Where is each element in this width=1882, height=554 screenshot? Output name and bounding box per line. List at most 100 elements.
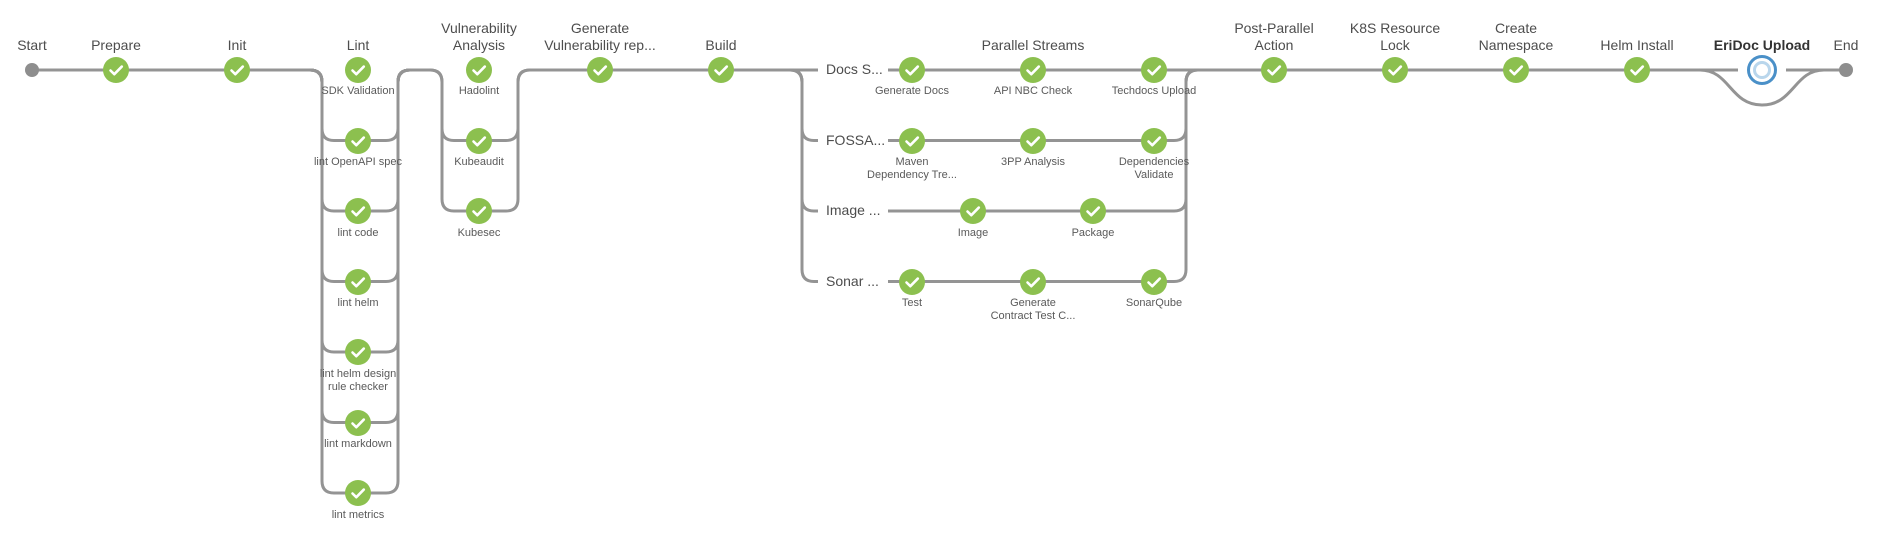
branch-label-sonar: Sonar ... [826,273,879,289]
check-icon [1267,65,1282,76]
parallel-step-node-3-1[interactable] [1020,268,1046,295]
check-icon [472,65,487,76]
vuln-step-label-hadolint: Hadolint [458,85,500,97]
check-icon [905,276,920,287]
branch-label-gap-1 [818,132,888,149]
stage-node-create-namespace[interactable] [1503,57,1529,83]
lint-step-node-6[interactable] [345,480,371,506]
stage-node-generate-vulnerability-report[interactable] [587,57,613,83]
check-icon [1147,135,1162,146]
vuln-step-label-kubeaudit: Kubeaudit [454,156,504,168]
parallel-step-node-1-1[interactable] [1020,127,1046,154]
check-icon [472,206,487,217]
lint-step-node-5[interactable] [345,409,371,436]
edge-lint-row-3 [308,68,412,283]
branch-label-fossa: FOSSA... [826,132,886,148]
check-icon [351,65,366,76]
fossa-step-label-3pp: 3PP Analysis [1000,156,1065,168]
lint-step-label-sdk-validation: SDK Validation [321,85,395,97]
stage-label-k8s-resource-lock: K8S Resource Lock [1349,20,1441,53]
check-icon [966,206,981,217]
check-icon [714,65,729,76]
check-icon [1026,65,1041,76]
check-icon [905,65,920,76]
vuln-step-node-2[interactable] [466,198,492,224]
parallel-step-node-2-0[interactable] [960,198,986,224]
parallel-step-node-0-0[interactable] [899,57,925,83]
docs-step-label-api-nbc: API NBC Check [993,85,1073,97]
lint-step-node-4[interactable] [345,339,371,365]
lint-step-label-helm: lint helm [337,297,379,309]
fossa-step-label-dependencies: Dependencies Validate [1118,156,1190,181]
check-icon [351,206,366,217]
sonar-step-label-test: Test [901,297,923,309]
check-icon [905,135,920,146]
parallel-step-node-3-2[interactable] [1141,268,1167,295]
lint-step-node-2[interactable] [345,198,371,224]
stage-label-prepare: Prepare [91,37,141,53]
end-label: End [1833,37,1859,53]
check-icon [1086,206,1101,217]
stage-label-init: Init [227,37,247,53]
check-icon [1509,65,1524,76]
end-node[interactable] [1839,63,1853,77]
lint-step-label-code: lint code [337,227,379,239]
start-node[interactable] [25,63,39,77]
branch-label-gap-3 [818,273,888,290]
sonar-step-label-contract: Generate Contract Test C... [990,297,1076,322]
docs-step-label-generate-docs: Generate Docs [875,85,949,97]
image-step-label-package: Package [1071,227,1115,239]
check-icon [351,135,366,146]
lint-step-label-openapi: lint OpenAPI spec [313,156,403,168]
stage-label-eridoc-upload: EriDoc Upload [1713,37,1811,53]
check-icon [109,65,124,76]
parallel-step-node-1-2[interactable] [1141,127,1167,154]
stage-node-helm-install[interactable] [1624,57,1650,83]
lint-step-node-3[interactable] [345,268,371,295]
image-step-label-image: Image [957,227,989,239]
stage-node-build[interactable] [708,57,734,83]
check-icon [472,135,487,146]
branch-label-image: Image ... [826,202,881,218]
stage-node-prepare[interactable] [103,57,129,83]
parallel-step-node-2-1[interactable] [1080,198,1106,224]
parallel-step-node-0-2[interactable] [1141,57,1167,83]
stage-label-vulnerability-analysis: Vulnerability Analysis [441,20,517,53]
stage-node-k8s-resource-lock[interactable] [1382,57,1408,83]
edge-running-detour [1698,68,1848,107]
lint-step-label-helm-design: lint helm design rule checker [319,368,397,393]
lint-step-label-metrics: lint metrics [331,509,385,521]
lint-step-label-markdown: lint markdown [324,438,392,450]
stage-node-post-parallel-action[interactable] [1261,57,1287,83]
parallel-step-node-1-0[interactable] [899,127,925,154]
stage-label-parallel-streams: Parallel Streams [981,37,1085,53]
check-icon [1147,65,1162,76]
start-label: Start [17,37,47,53]
docs-step-label-techdocs: Techdocs Upload [1111,85,1197,97]
vuln-step-node-0[interactable] [466,57,492,83]
lint-step-node-1[interactable] [345,127,371,154]
stage-label-build: Build [705,37,737,53]
lint-step-node-0[interactable] [345,57,371,83]
check-icon [351,347,366,358]
check-icon [351,417,366,428]
vuln-step-node-1[interactable] [466,127,492,154]
parallel-step-node-0-1[interactable] [1020,57,1046,83]
branch-label-gap-2 [818,203,888,219]
stage-label-post-parallel-action: Post-Parallel Action [1234,20,1314,53]
parallel-step-node-3-0[interactable] [899,268,925,295]
stage-label-create-namespace: Create Namespace [1478,20,1554,53]
check-icon [1026,135,1041,146]
fossa-step-label-maven: Maven Dependency Tre... [867,156,957,181]
stage-node-init[interactable] [224,57,250,83]
stage-label-helm-install: Helm Install [1600,37,1674,53]
check-icon [1147,276,1162,287]
sonar-step-label-sonarqube: SonarQube [1125,297,1183,309]
edge-parallel-row-1 [788,68,1200,142]
check-icon [351,488,366,499]
check-icon [593,65,608,76]
vuln-step-label-kubesec: Kubesec [457,227,501,239]
stage-node-eridoc-upload-running[interactable] [1747,55,1777,85]
check-icon [1388,65,1403,76]
check-icon [351,276,366,287]
